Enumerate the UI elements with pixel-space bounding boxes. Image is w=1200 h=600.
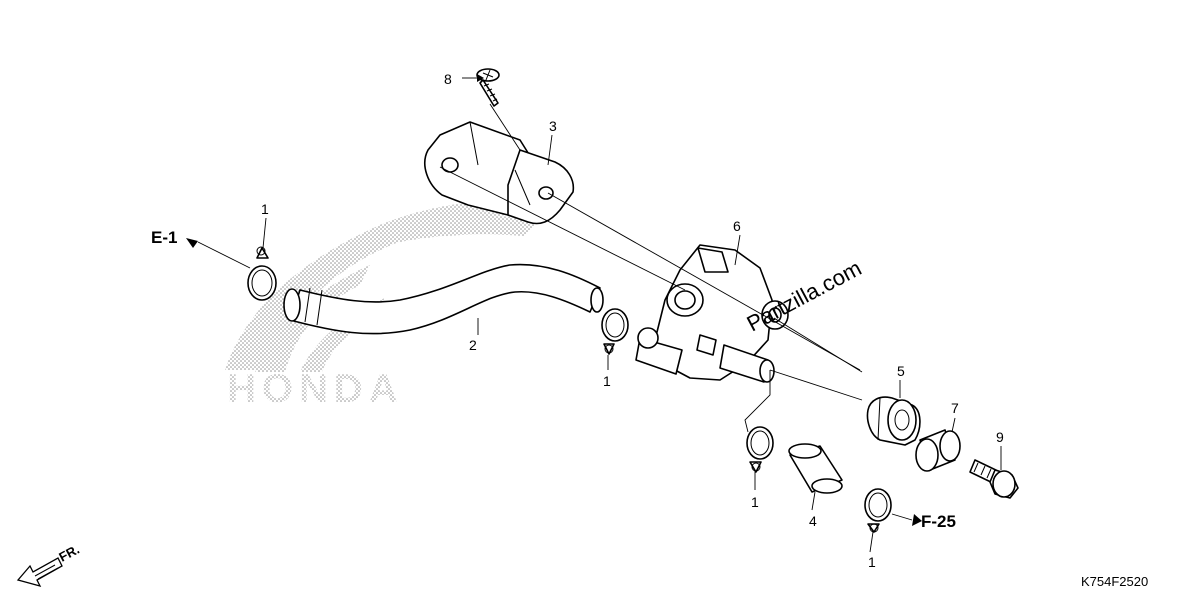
drawing-code: K754F2520 [1081,574,1148,589]
callout-1-d: 1 [868,554,876,570]
callout-5: 5 [897,363,905,379]
clamp-part-1-c [746,426,774,473]
honda-logo-text: HONDA [227,367,404,411]
hose-part-2 [283,263,604,335]
grommet-part-5 [866,396,921,446]
callout-1-a: 1 [261,201,269,217]
reference-e1: E-1 [151,228,177,247]
callout-9: 9 [996,429,1004,445]
callout-3: 3 [549,118,557,134]
clamp-part-1-d [864,488,892,533]
clamp-part-1-a [247,246,277,301]
callout-6: 6 [733,218,741,234]
valve-part-6 [635,244,789,383]
callout-2: 2 [469,337,477,353]
arrow-8 [477,74,484,82]
callout-4: 4 [809,513,817,529]
leader-lines [197,77,1002,553]
bracket-part-3 [424,121,575,225]
collar-part-7 [915,429,961,472]
arrow-f25 [912,514,922,526]
tube-part-4 [788,443,843,494]
front-direction-arrow [16,557,63,588]
bolt-part-9 [969,459,1019,499]
reference-f25: F-25 [921,512,956,531]
screw-part-8 [476,68,500,107]
callout-7: 7 [951,400,959,416]
arrow-e1 [186,238,198,248]
callout-1-c: 1 [751,494,759,510]
callout-1-b: 1 [603,373,611,389]
callout-8: 8 [444,71,452,87]
clamp-part-1-b [601,308,629,355]
